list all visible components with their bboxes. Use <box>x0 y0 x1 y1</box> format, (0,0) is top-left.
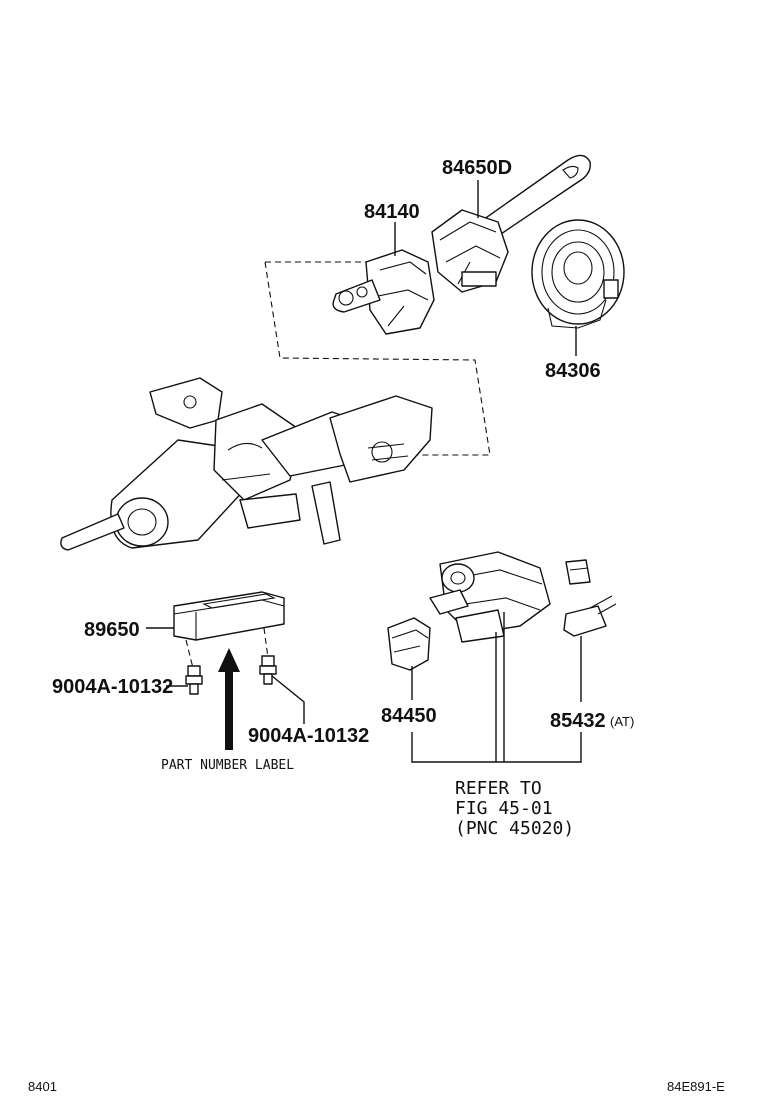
spiral-cable-84306 <box>531 219 625 329</box>
label-85432-note: (AT) <box>610 714 634 729</box>
label-bolt-left: 9004A-10132 <box>52 676 173 698</box>
label-89650: 89650 <box>84 619 140 641</box>
label-84450: 84450 <box>381 705 437 727</box>
ignition-switch-84450 <box>387 617 431 671</box>
bolt-right <box>259 627 277 685</box>
label-bolt-right: 9004A-10132 <box>248 725 369 747</box>
key-interlock-solenoid-85432 <box>563 559 617 637</box>
steering-column-assembly <box>60 377 433 551</box>
part-number-label-arrow <box>218 648 240 750</box>
ecu-module-89650 <box>173 591 285 641</box>
figure-code: 84E891-E <box>667 1079 725 1094</box>
refer-note-line1: REFER TO <box>455 778 542 799</box>
page-code: 8401 <box>28 1079 57 1094</box>
bolt-left <box>185 639 203 695</box>
combination-switch-84650d <box>431 154 591 293</box>
headlamp-switch-84140 <box>332 249 435 335</box>
refer-note-line2: FIG 45-01 <box>455 798 553 819</box>
leader-refer-bracket <box>411 612 582 763</box>
label-84650d: 84650D <box>442 157 512 179</box>
refer-note-line3: (PNC 45020) <box>455 818 574 839</box>
label-84140: 84140 <box>364 201 420 223</box>
switch-assembly-dashed-outline <box>264 261 491 456</box>
ignition-lock-assembly <box>429 551 551 643</box>
leader-bolt-right <box>271 675 305 724</box>
label-85432: 85432 <box>550 710 606 732</box>
label-84306: 84306 <box>545 360 601 382</box>
part-number-label-note: PART NUMBER LABEL <box>161 758 294 773</box>
